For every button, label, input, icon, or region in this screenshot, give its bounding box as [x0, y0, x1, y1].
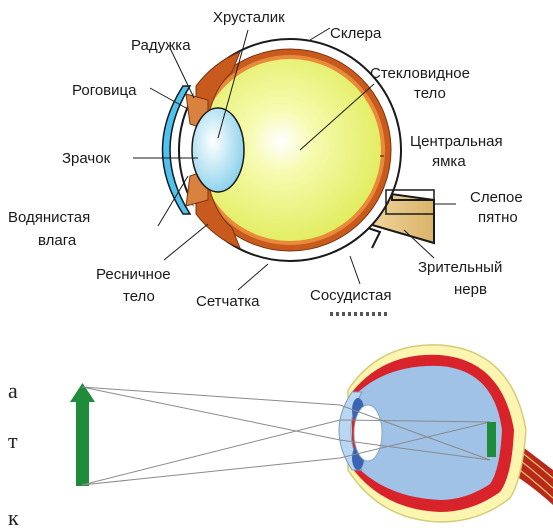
retina-image-arrow	[487, 422, 496, 457]
side-text-fragment-1: а	[8, 378, 18, 404]
object-arrow-shaft	[76, 400, 89, 486]
side-text-fragment-2: т	[8, 428, 18, 454]
side-text-fragment-3: к	[8, 505, 19, 531]
optics-lens	[354, 405, 382, 461]
object-arrow-head	[70, 383, 95, 402]
